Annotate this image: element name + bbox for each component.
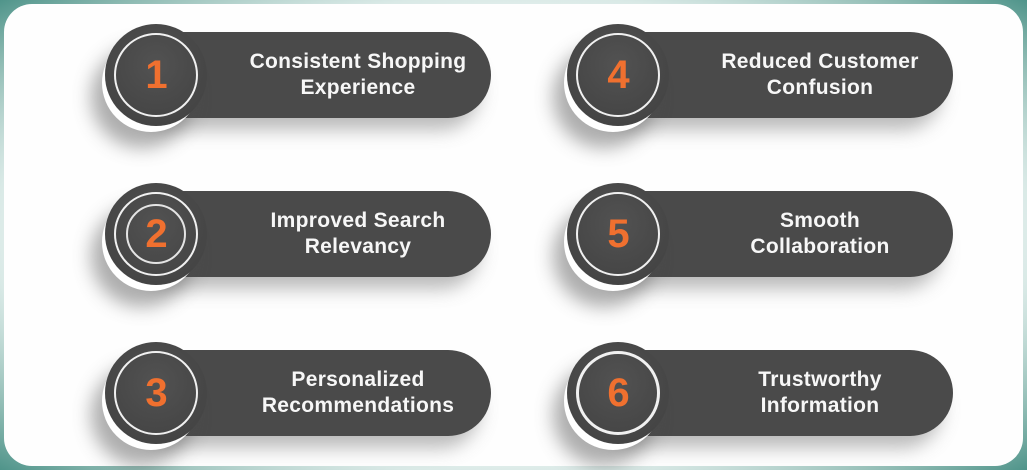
benefit-label: Consistent Shopping Experience [249, 50, 467, 99]
benefit-label: Reduced Customer Confusion [721, 50, 919, 99]
number-circle: 5 [567, 183, 669, 285]
benefit-badge-3: Personalized Recommendations 3 [105, 342, 491, 444]
number-circle: 4 [567, 24, 669, 126]
benefit-label: Personalized Recommendations [261, 368, 455, 417]
number-circle: 2 [105, 183, 207, 285]
benefit-number: 3 [145, 370, 167, 415]
benefit-label: Trustworthy Information [758, 368, 882, 417]
benefit-label: Improved Search Relevancy [270, 209, 446, 258]
benefit-badge-6: Trustworthy Information 6 [567, 342, 953, 444]
circle-ring [114, 33, 198, 117]
benefit-number: 2 [145, 211, 167, 256]
circle-ring [576, 351, 660, 435]
benefit-label: Smooth Collaboration [750, 209, 890, 258]
benefit-number: 6 [607, 370, 629, 415]
circle-ring [114, 192, 198, 276]
content-card: Consistent Shopping Experience 1 Improve… [4, 4, 1023, 466]
benefit-badge-1: Consistent Shopping Experience 1 [105, 24, 491, 126]
circle-ring [114, 351, 198, 435]
benefit-badge-4: Reduced Customer Confusion 4 [567, 24, 953, 126]
benefit-badge-5: Smooth Collaboration 5 [567, 183, 953, 285]
number-circle: 3 [105, 342, 207, 444]
number-circle: 1 [105, 24, 207, 126]
circle-ring [576, 33, 660, 117]
benefit-badge-2: Improved Search Relevancy 2 [105, 183, 491, 285]
number-circle: 6 [567, 342, 669, 444]
benefit-number: 1 [145, 52, 167, 97]
benefit-number: 4 [607, 52, 629, 97]
circle-ring [576, 192, 660, 276]
benefit-number: 5 [607, 211, 629, 256]
circle-inner-ring [126, 204, 186, 264]
